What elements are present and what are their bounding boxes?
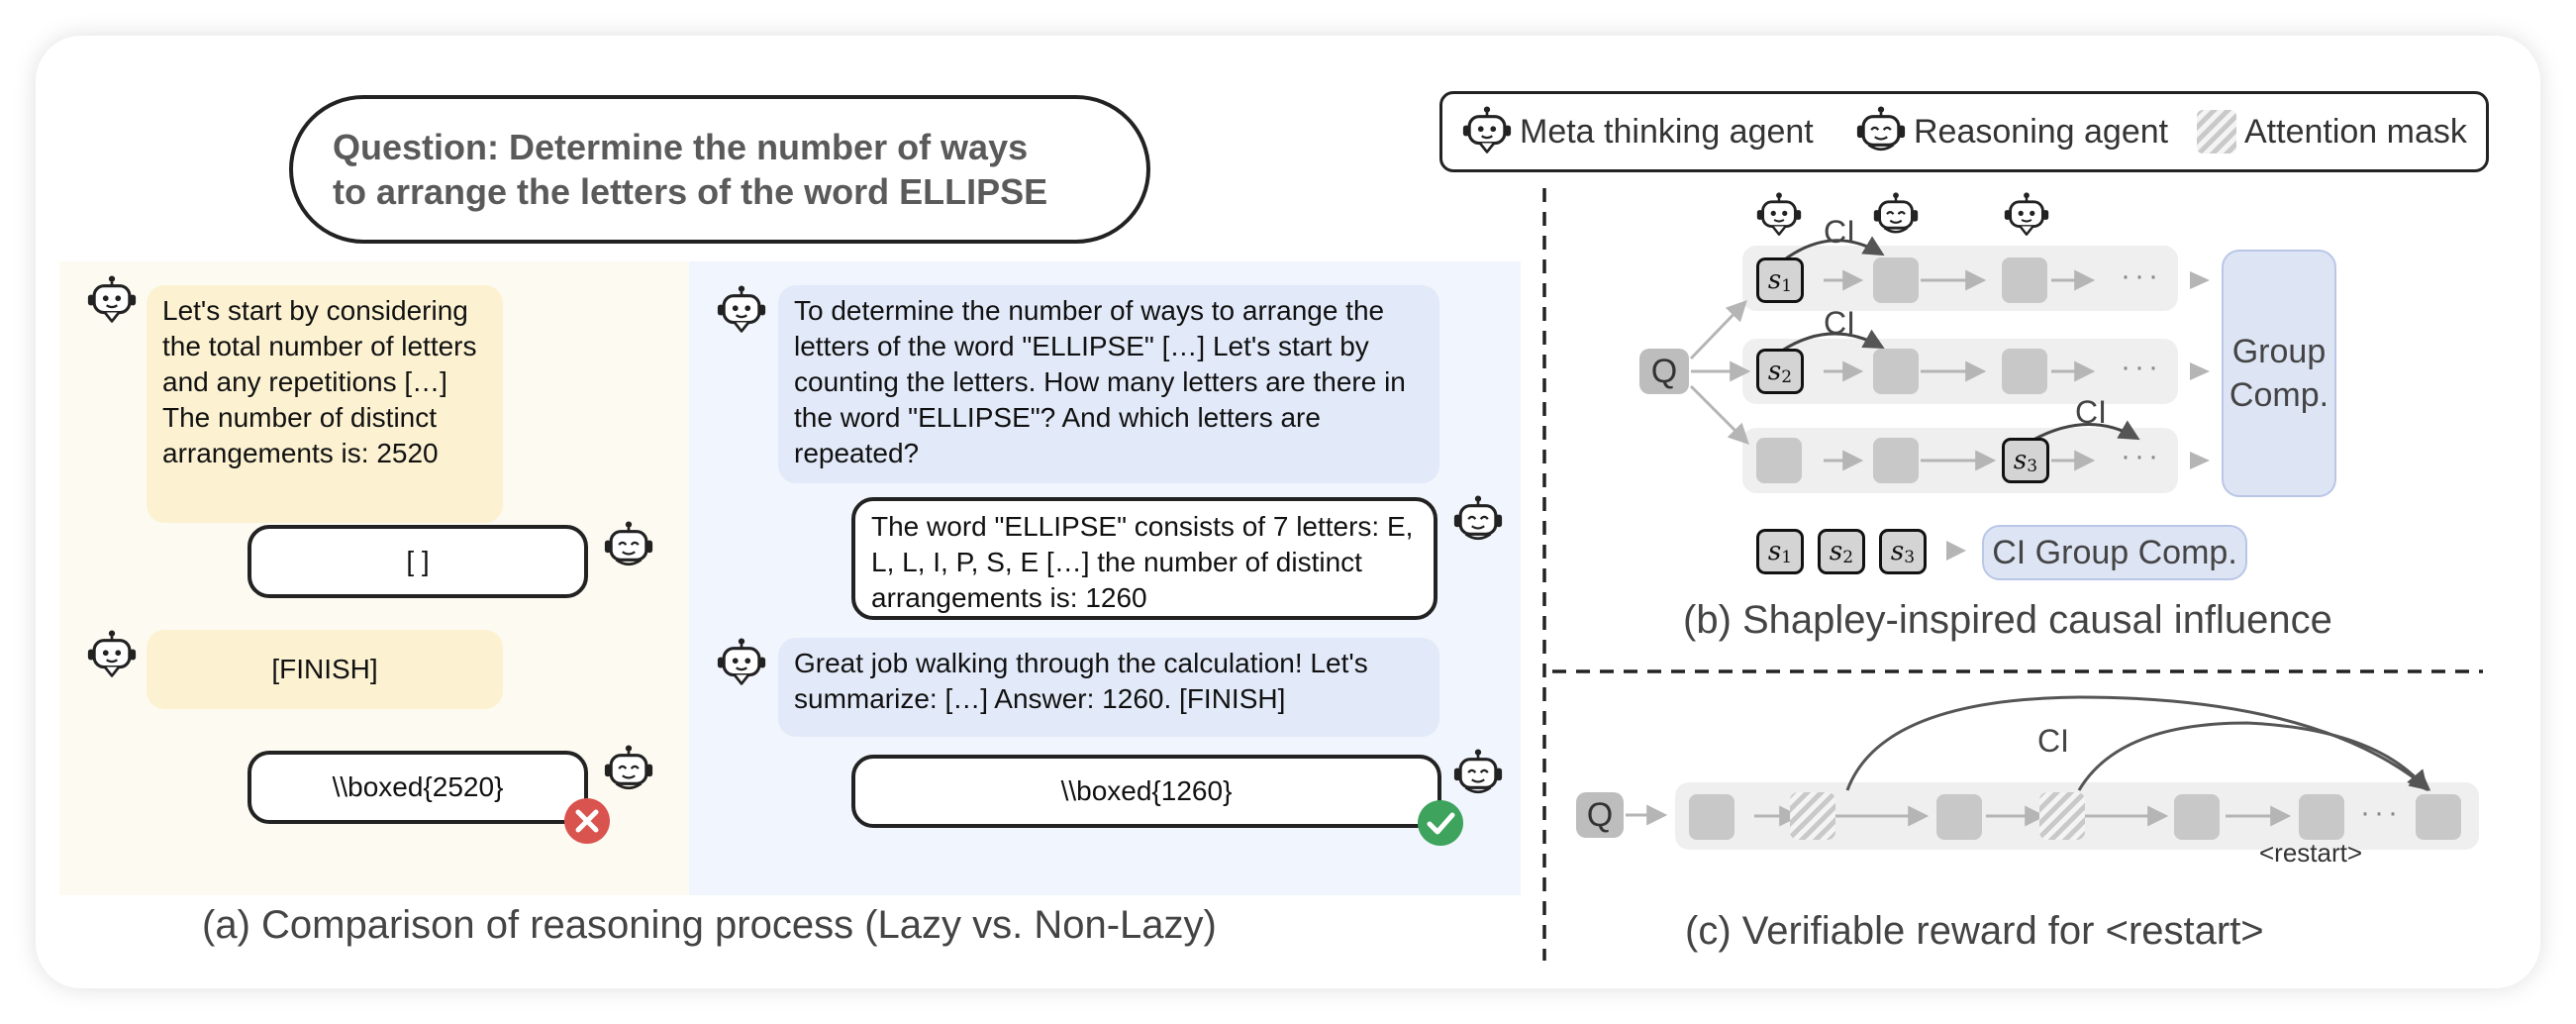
step-node [2002,349,2047,394]
nonlazy-meta-bubble-finish: Great job walking through the calculatio… [778,638,1439,737]
step-node [1873,438,1919,483]
step-node [1873,257,1919,303]
caption-b: (b) Shapley-inspired causal influence [1683,598,2332,642]
group-comp-box: Group Comp. [2222,250,2336,497]
step-node [2174,794,2220,840]
ci-label: CI [2075,394,2107,430]
continuation-dots: ··· [2121,259,2162,292]
query-node-b: Q [1639,349,1689,394]
step-node [2299,794,2344,840]
continuation-dots: ··· [2121,351,2162,383]
question-line-1: Question: Determine the number of ways [333,127,1029,167]
nonlazy-answer-box: \\boxed{1260} [851,755,1441,828]
step-node [1689,794,1734,840]
cross-icon [564,798,610,844]
step-node [1873,349,1919,394]
ci-label: CI [1824,214,1855,250]
query-node-c: Q [1576,792,1624,838]
continuation-dots: ··· [2121,440,2162,472]
caption-a: (a) Comparison of reasoning process (Laz… [202,903,1217,947]
attention-mask-icon [2197,110,2236,154]
attention-mask-node [1790,792,1835,840]
continuation-dots: ··· [2360,796,2402,829]
question-line-2: to arrange the letters of the word ELLIP… [333,171,1048,212]
lazy-reasoning-box-1: [ ] [248,525,588,598]
ci-label: CI [2037,723,2069,759]
step-node [2002,257,2047,303]
lazy-meta-bubble-finish: [FINISH] [147,630,503,709]
group-comp-line-1: Group [2231,333,2327,370]
restart-label: <restart> [2259,838,2363,868]
check-icon [1418,800,1463,846]
legend: Meta thinking agent Reasoning agent Atte… [1439,91,2489,172]
lazy-answer-box: \\boxed{2520} [248,751,588,824]
question-box: Question: Determine the number of ways t… [289,95,1150,244]
trajectory-track-1 [1742,246,2178,311]
caption-c: (c) Verifiable reward for <restart> [1685,909,2264,953]
horizontal-divider [1552,669,2483,673]
attention-mask-node [2039,792,2085,840]
nonlazy-reasoning-box-1: The word "ELLIPSE" consists of 7 letters… [851,497,1437,620]
legend-reasoning-label: Reasoning agent [1914,112,2169,151]
legend-meta-label: Meta thinking agent [1520,112,1814,151]
group-comp-line-2: Comp. [2229,376,2329,414]
ci-group-comp-box: CI Group Comp. [1982,525,2247,580]
legend-mask-label: Attention mask [2244,112,2467,151]
step-node [1756,438,1802,483]
vertical-divider [1542,188,1546,961]
restart-node [2416,794,2461,840]
ci-label: CI [1824,305,1855,341]
lazy-meta-bubble-1: Let's start by considering the total num… [147,285,503,523]
nonlazy-meta-bubble-1: To determine the number of ways to arran… [778,285,1439,483]
step-node [1936,794,1982,840]
